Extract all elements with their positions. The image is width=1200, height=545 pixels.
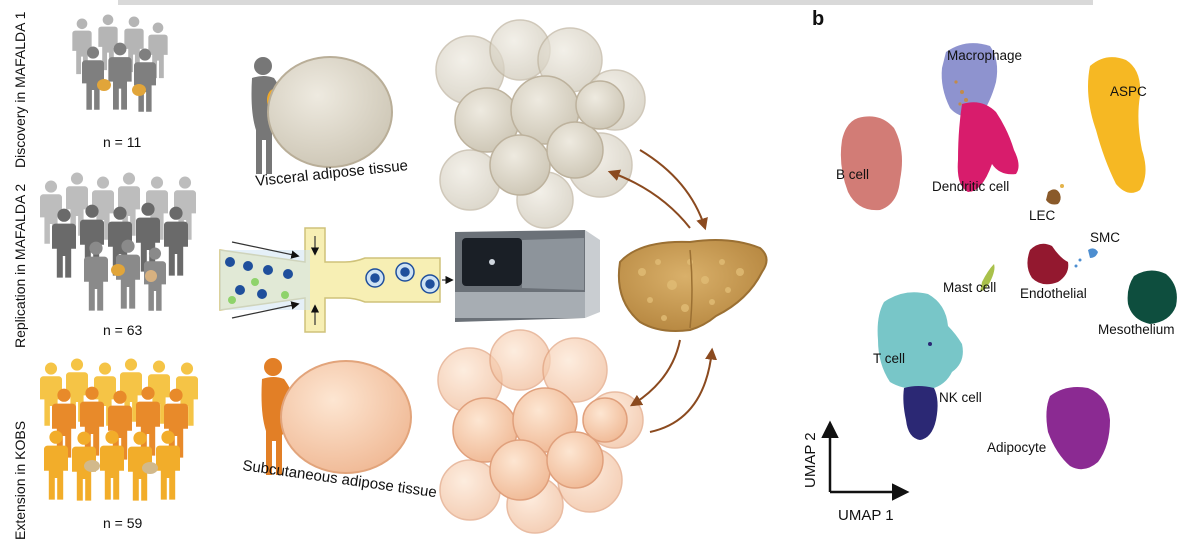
umap-x-label: UMAP 1 bbox=[838, 507, 894, 524]
top-rule bbox=[118, 0, 1093, 5]
cluster-macrophage bbox=[941, 43, 998, 117]
cluster-macrophage-specks bbox=[954, 80, 968, 106]
cohort-crowd-discovery bbox=[72, 14, 168, 112]
n-extension: n = 59 bbox=[103, 515, 143, 531]
row-label-extension: Extension in KOBS bbox=[12, 421, 28, 540]
cluster-nk-cell bbox=[903, 386, 938, 440]
n-discovery: n = 11 bbox=[103, 134, 141, 150]
label-aspc: ASPC bbox=[1110, 84, 1147, 99]
cluster-aspc bbox=[1088, 57, 1146, 193]
umap-y-label: UMAP 2 bbox=[802, 432, 819, 488]
label-b-cell: B cell bbox=[836, 167, 869, 182]
row-label-discovery: Discovery in MAFALDA 1 bbox=[12, 11, 28, 168]
liver-illustration bbox=[617, 239, 768, 332]
panel-b: b Macrophage ASPC B cell Dendritic cell … bbox=[802, 8, 1177, 524]
cohort-crowd-replication bbox=[40, 172, 196, 311]
visceral-adipocyte-large bbox=[267, 56, 393, 168]
lec-speck bbox=[1060, 184, 1064, 188]
label-mast-cell: Mast cell bbox=[943, 280, 996, 295]
label-dendritic-cell: Dendritic cell bbox=[932, 179, 1009, 194]
cohort-crowd-extension bbox=[40, 358, 198, 501]
label-adipocyte: Adipocyte bbox=[987, 440, 1046, 455]
cluster-mesothelium bbox=[1127, 270, 1177, 324]
visceral-adipocyte-cluster bbox=[435, 19, 646, 229]
label-mesothelium: Mesothelium bbox=[1098, 322, 1175, 337]
label-t-cell: T cell bbox=[873, 351, 905, 366]
cluster-mast-cell bbox=[980, 264, 995, 292]
cluster-smc bbox=[1088, 248, 1098, 258]
label-smc: SMC bbox=[1090, 230, 1120, 245]
tcell-speck bbox=[928, 342, 932, 346]
label-macrophage: Macrophage bbox=[947, 48, 1022, 63]
cluster-endothelial bbox=[1027, 243, 1069, 285]
cluster-adipocyte bbox=[1046, 387, 1110, 470]
cluster-lec bbox=[1046, 189, 1061, 205]
row-label-replication: Replication in MAFALDA 2 bbox=[12, 184, 28, 348]
smc-specks bbox=[1074, 258, 1082, 268]
label-lec: LEC bbox=[1029, 208, 1056, 223]
cluster-dendritic-cell bbox=[957, 102, 1019, 192]
panel-a: Discovery in MAFALDA 1 Replication in MA… bbox=[12, 11, 768, 540]
n-replication: n = 63 bbox=[103, 322, 143, 338]
label-nk-cell: NK cell bbox=[939, 390, 982, 405]
subcutaneous-adipocyte-large bbox=[280, 360, 412, 474]
process-arrows bbox=[607, 149, 718, 433]
sequencer-instrument bbox=[455, 230, 600, 322]
subcutaneous-adipocyte-cluster bbox=[437, 329, 644, 534]
cluster-t-cell bbox=[877, 292, 963, 390]
microfluidic-chip bbox=[219, 227, 454, 333]
label-endothelial: Endothelial bbox=[1020, 286, 1087, 301]
panel-letter-b: b bbox=[812, 8, 824, 30]
cluster-b-cell bbox=[840, 116, 902, 211]
